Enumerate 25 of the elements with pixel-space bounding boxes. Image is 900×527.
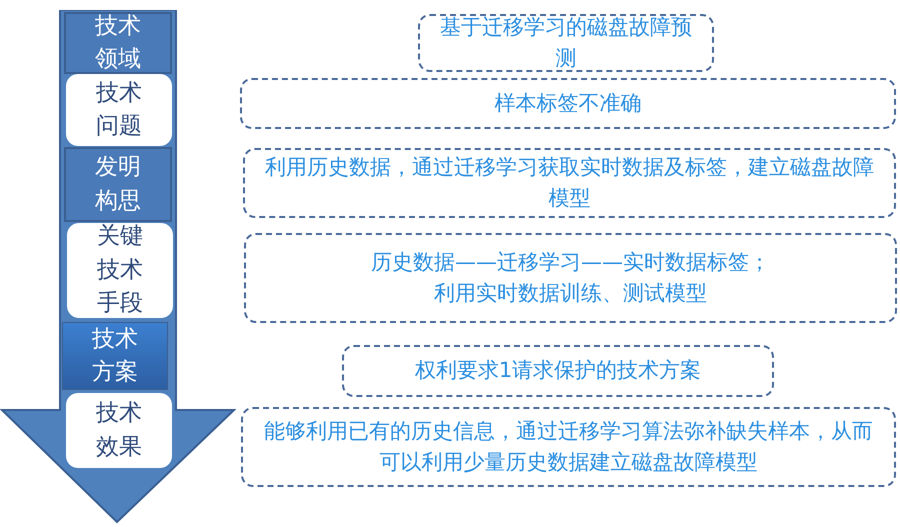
stage-box (62, 322, 168, 390)
box-text: 历史数据——迁移学习——实时数据标签； (370, 248, 771, 276)
stage-box (64, 147, 172, 222)
stage-label: 技术方案 (91, 324, 139, 387)
stage-label: 技术领域 (94, 12, 142, 74)
stage-label: 关键技术手段 (96, 222, 144, 318)
dashed-text-box (240, 78, 896, 129)
stage-label: 技术问题 (95, 78, 143, 141)
box-text: 利用历史数据，通过迁移学习获取实时数据及标签，建立磁盘故障模型 (264, 154, 875, 212)
stage-box (66, 74, 172, 146)
dashed-text-box (243, 148, 896, 218)
stage-label: 发明构思 (94, 153, 142, 216)
box-text: 权利要求1请求保护的技术方案 (414, 357, 702, 384)
box-text: 样本标签不准确 (494, 90, 642, 117)
box-text: 能够利用已有的历史信息，通过迁移学习算法弥补缺失样本，从而可以利用少量历史数据建立磁盘故障模型 (263, 418, 874, 476)
down-arrow-shape (0, 10, 236, 525)
stage-box (67, 223, 173, 318)
stage-box (66, 393, 172, 468)
stage-box (64, 12, 172, 74)
dashed-text-box (241, 407, 896, 487)
stage-label: 技术效果 (95, 399, 143, 462)
box-text: 利用实时数据训练、测试模型 (433, 280, 708, 307)
dashed-text-box (342, 345, 774, 397)
dashed-text-box (244, 233, 897, 323)
box-text: 基于迁移学习的磁盘故障预测 (439, 14, 693, 72)
